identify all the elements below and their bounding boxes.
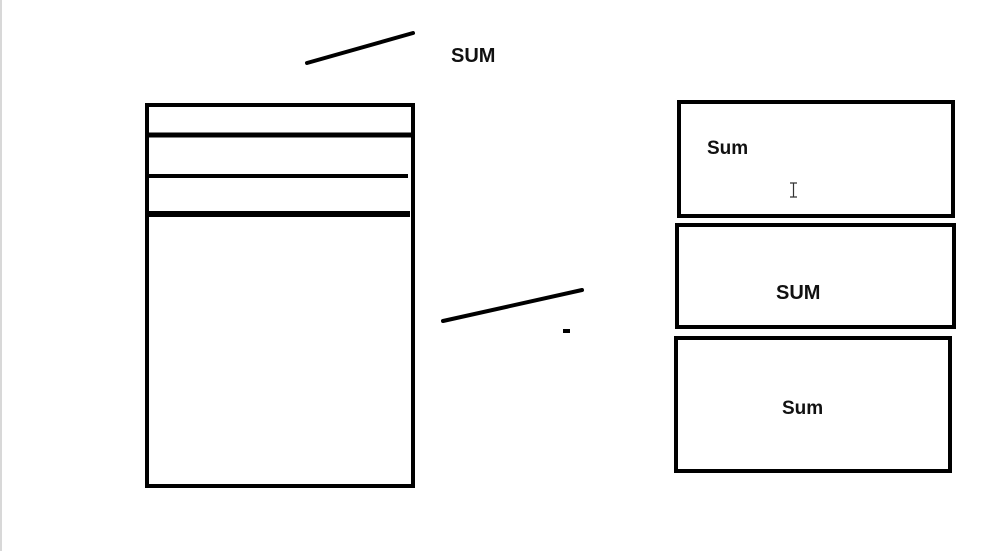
box3-sum-label: Sum bbox=[782, 398, 824, 419]
right-box-2 bbox=[675, 223, 956, 329]
ink-dot bbox=[563, 329, 570, 333]
text-cursor-icon bbox=[790, 182, 797, 198]
box1-sum-label: Sum bbox=[707, 138, 749, 159]
top-slash-stroke bbox=[305, 31, 415, 65]
window-edge bbox=[0, 0, 2, 551]
right-box-3 bbox=[674, 336, 952, 473]
top-sum-label: SUM bbox=[451, 45, 496, 67]
box2-sum-label: SUM bbox=[776, 282, 821, 304]
middle-slash-stroke bbox=[441, 288, 584, 323]
right-box-1 bbox=[677, 100, 955, 218]
left-stack-rect bbox=[145, 103, 415, 488]
